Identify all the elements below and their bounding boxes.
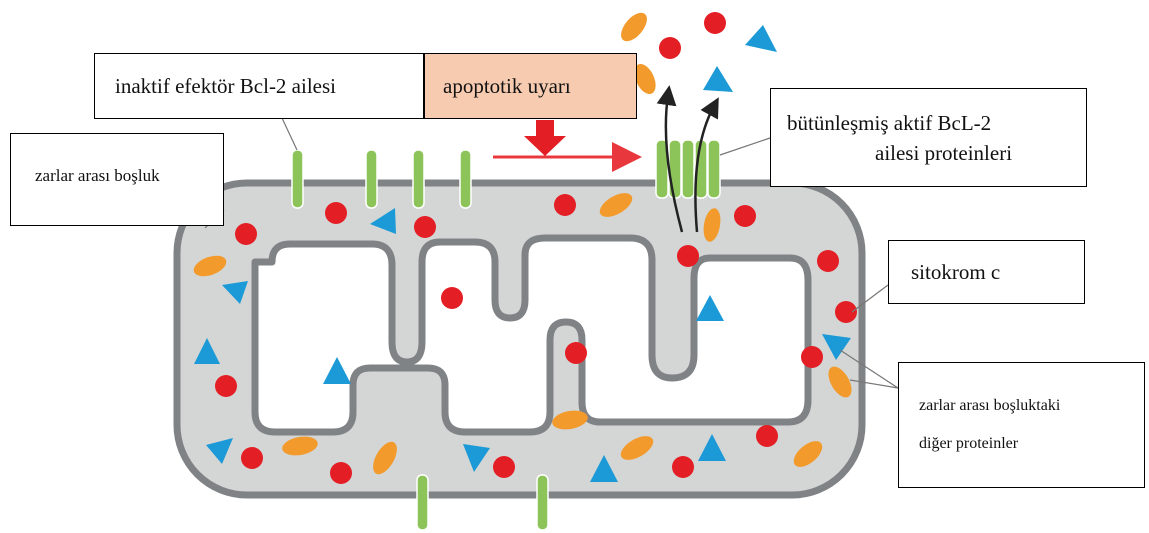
cytochrome-c-dot <box>659 37 681 59</box>
cytochrome-c-dot <box>241 447 263 469</box>
cytochrome-c-dot <box>330 462 352 484</box>
apoptotic-stimulus-label: apoptotik uyarı <box>424 53 637 119</box>
cytochrome-c-dot <box>215 375 237 397</box>
leader-line <box>720 138 770 155</box>
cytochrome-c-dot <box>414 216 436 238</box>
bcl2-peg <box>413 150 424 208</box>
bcl2-peg <box>669 140 681 198</box>
cytochrome-c-dot <box>801 346 823 368</box>
inactive-effector-label: inaktif efektör Bcl-2 ailesi <box>94 53 424 119</box>
cytochrome-c-dot <box>734 205 756 227</box>
cytochrome-c-dot <box>835 301 857 323</box>
bcl2-peg <box>292 150 303 208</box>
bcl2-peg <box>366 150 377 208</box>
cytochrome-c-dot <box>441 287 463 309</box>
intermembrane-space-label: zarlar arası boşluk <box>10 133 224 226</box>
other-proteins-line2: diğer proteinler <box>919 425 1018 463</box>
bcl2-peg <box>682 140 694 198</box>
cytochrome-c-dot <box>756 425 778 447</box>
cytochrome-c-text: sitokrom c <box>911 260 1000 285</box>
cytochrome-c-label: sitokrom c <box>888 240 1085 304</box>
apoptotic-stimulus-text: apoptotik uyarı <box>443 74 571 99</box>
other-proteins-line1: zarlar arası boşluktaki <box>919 387 1060 425</box>
cytochrome-c-dot <box>493 456 515 478</box>
triangle-protein <box>745 25 777 52</box>
cytochrome-c-dot <box>554 194 576 216</box>
cytochrome-c-dot <box>817 250 839 272</box>
triangle-protein <box>703 66 733 92</box>
bcl2-peg <box>708 140 720 198</box>
bcl2-peg <box>460 150 471 208</box>
intermembrane-space-text: zarlar arası boşluk <box>35 166 160 186</box>
cytochrome-c-dot <box>325 202 347 224</box>
bcl2-peg <box>537 475 548 530</box>
cytochrome-c-dot <box>565 342 587 364</box>
cytochrome-c-dot <box>704 12 726 34</box>
stimulus-down-arrow <box>524 120 566 156</box>
inner-membrane-cristae <box>255 238 808 432</box>
integrated-active-bcl2-label: bütünleşmiş aktif BcL-2 ailesi proteinle… <box>770 88 1087 187</box>
integrated-active-line1: bütünleşmiş aktif BcL-2 <box>787 108 991 138</box>
other-proteins-label: zarlar arası boşluktaki diğer proteinler <box>898 362 1145 488</box>
cytochrome-c-dot <box>235 223 257 245</box>
cytochrome-c-dot <box>677 245 699 267</box>
cytochrome-c-dot <box>672 456 694 478</box>
inactive-effector-text: inaktif efektör Bcl-2 ailesi <box>115 74 336 99</box>
integrated-active-line2: ailesi proteinleri <box>787 138 1012 168</box>
leader-line <box>282 118 297 150</box>
oval-protein <box>616 8 652 46</box>
bcl2-peg <box>417 475 428 530</box>
